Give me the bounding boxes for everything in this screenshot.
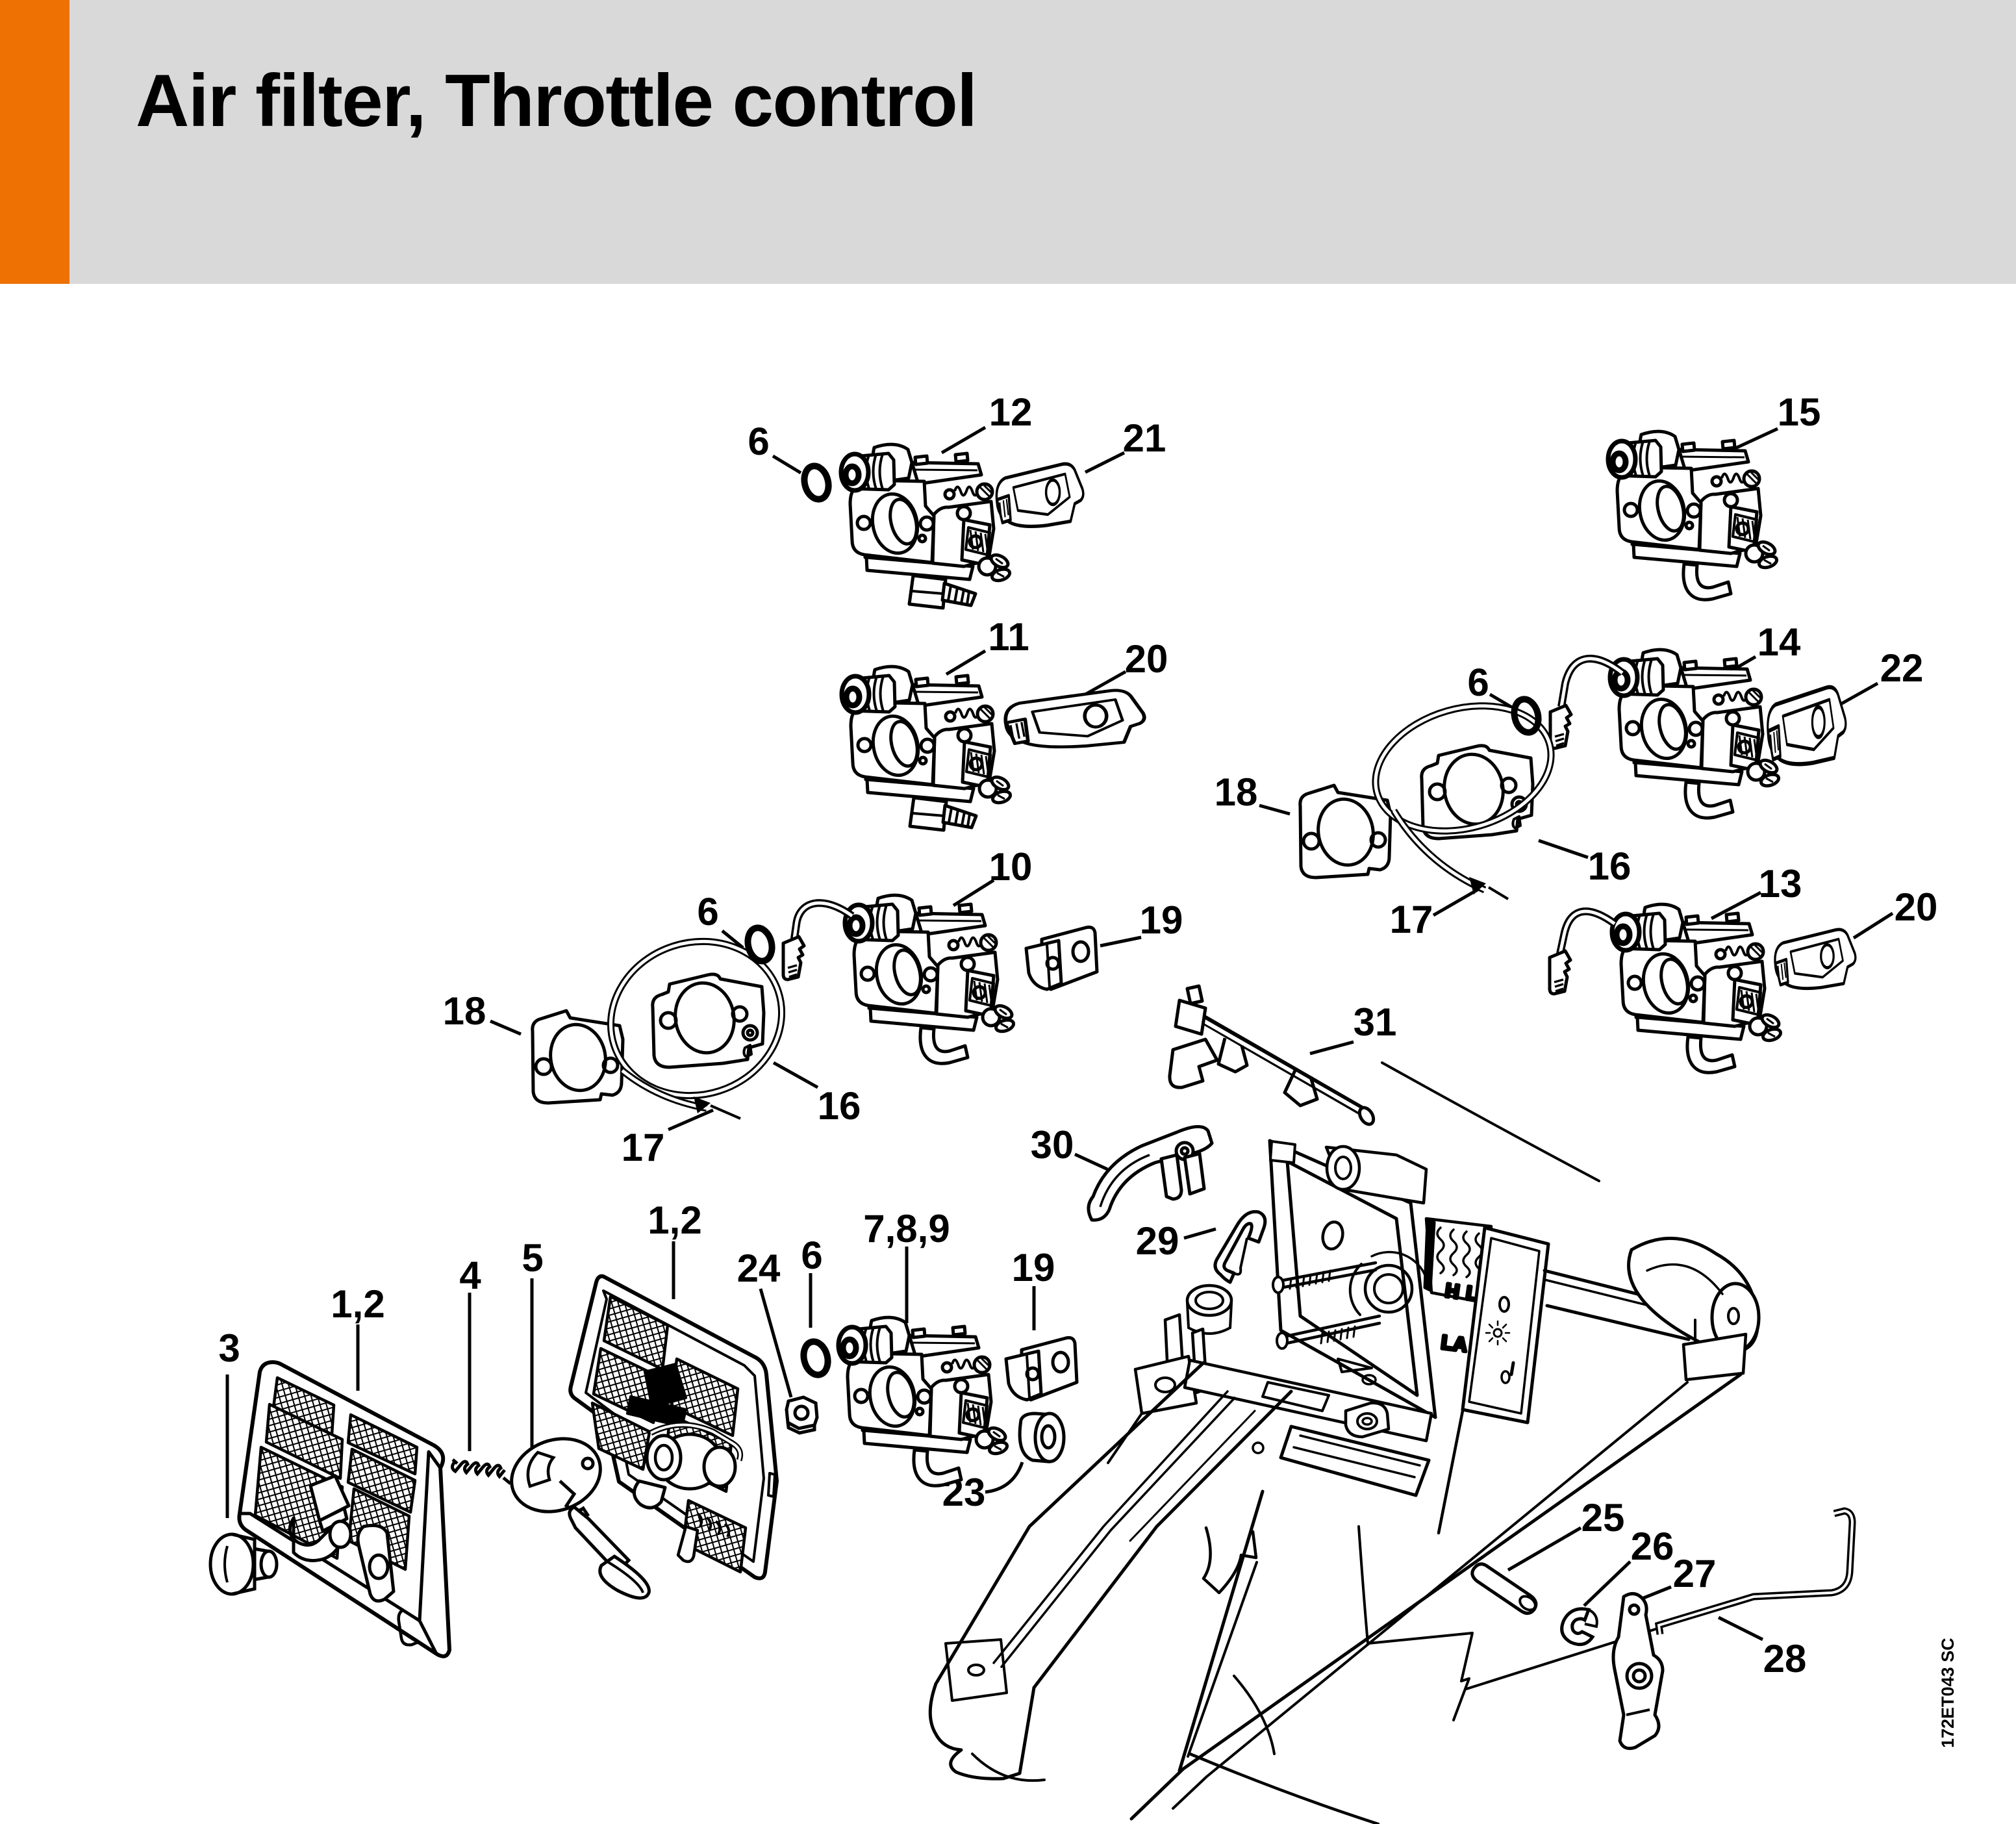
svg-text:1,2: 1,2 [648,1198,701,1242]
svg-text:1,2: 1,2 [331,1282,384,1326]
svg-text:6: 6 [748,420,769,463]
svg-text:10: 10 [989,845,1033,889]
svg-text:6: 6 [697,890,718,933]
svg-text:27: 27 [1673,1552,1717,1595]
svg-text:H: H [1444,1280,1461,1303]
svg-text:17: 17 [1390,898,1433,941]
svg-text:12: 12 [989,390,1033,434]
svg-text:3: 3 [218,1326,240,1370]
svg-text:6: 6 [1467,661,1489,704]
svg-text:31: 31 [1354,1000,1397,1044]
svg-text:11: 11 [988,615,1029,659]
svg-text:19: 19 [1140,898,1183,942]
svg-text:14: 14 [1758,620,1801,664]
svg-text:6: 6 [801,1234,822,1277]
svg-text:24: 24 [737,1247,781,1290]
svg-text:172ET043 SC: 172ET043 SC [1938,1638,1958,1748]
svg-text:21: 21 [1123,416,1166,460]
svg-text:19: 19 [1012,1246,1055,1289]
svg-text:25: 25 [1581,1496,1625,1539]
svg-text:4: 4 [459,1254,481,1297]
svg-text:5: 5 [522,1236,543,1280]
svg-text:18: 18 [443,989,486,1033]
svg-text:29: 29 [1136,1219,1179,1263]
svg-text:16: 16 [1588,844,1632,888]
svg-text:17: 17 [622,1126,665,1169]
svg-text:30: 30 [1031,1123,1074,1167]
svg-text:15: 15 [1778,390,1821,434]
svg-text:7,8,9: 7,8,9 [863,1207,950,1250]
svg-text:LA: LA [1440,1332,1468,1356]
svg-text:20: 20 [1125,637,1168,681]
svg-text:16: 16 [818,1084,861,1128]
svg-text:28: 28 [1763,1637,1807,1680]
svg-text:26: 26 [1631,1525,1674,1568]
svg-text:22: 22 [1880,646,1924,690]
svg-text:20: 20 [1895,885,1938,929]
svg-text:13: 13 [1759,862,1802,906]
svg-text:18: 18 [1215,770,1258,814]
